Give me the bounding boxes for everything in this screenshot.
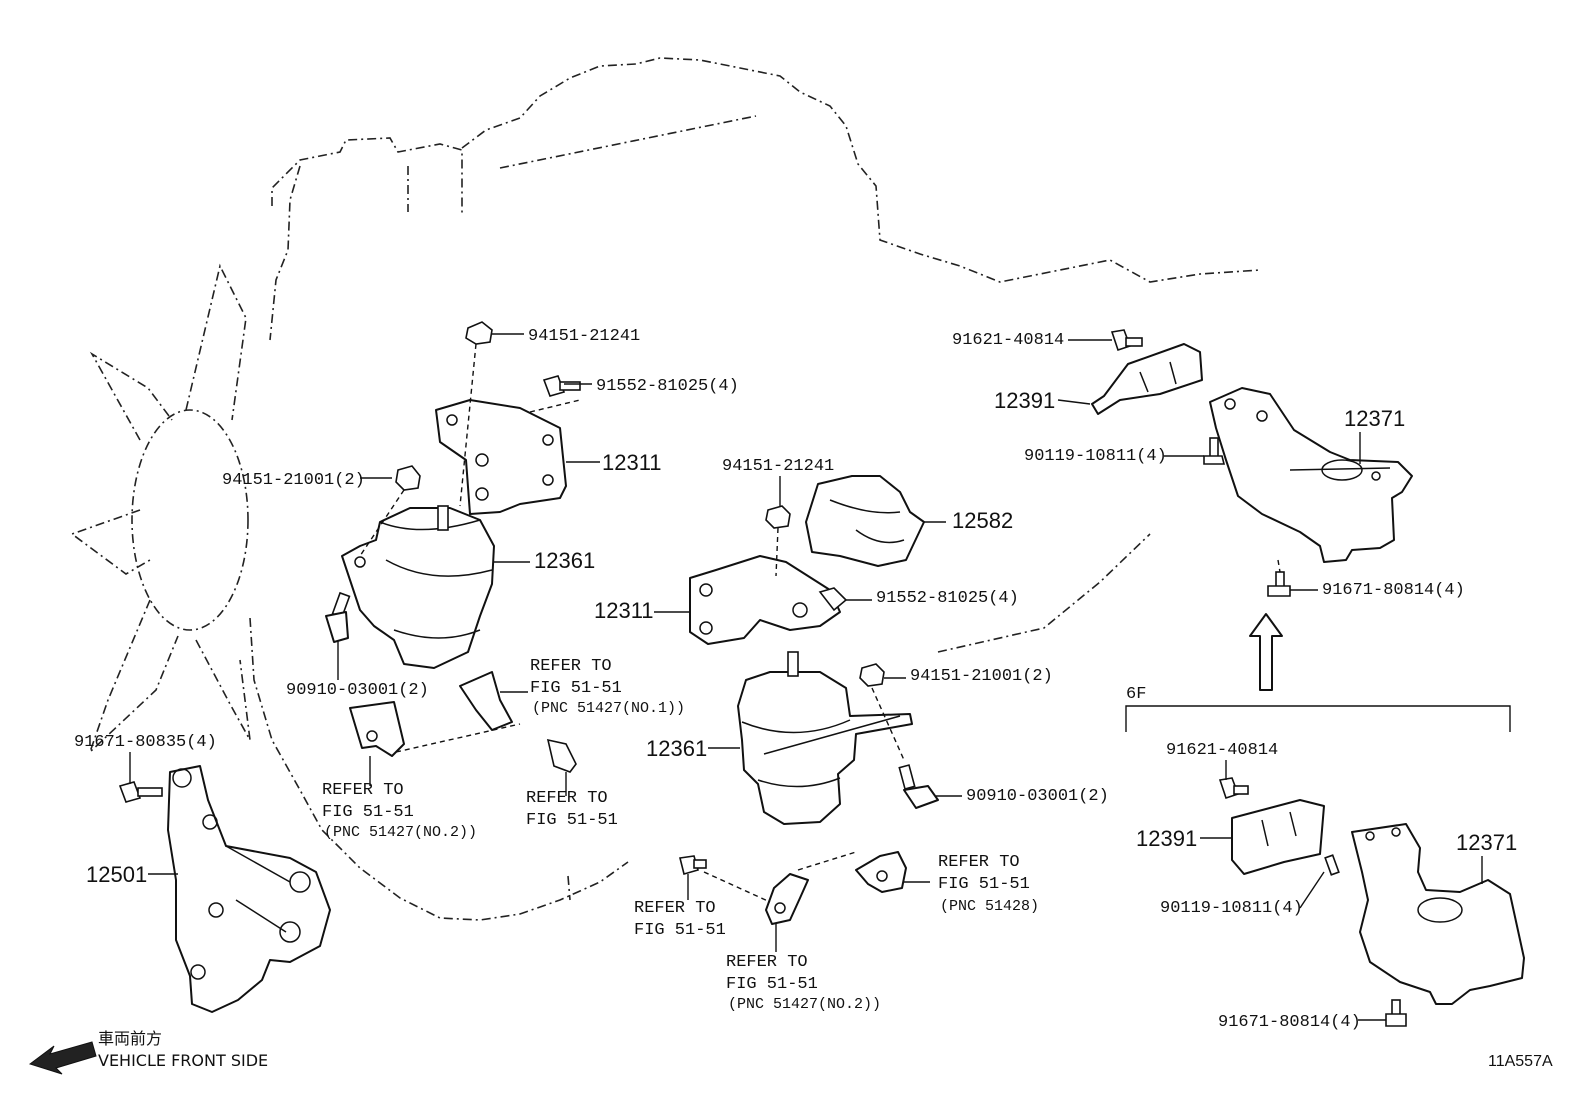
variant-6f-bracket [1125,705,1511,732]
svg-text:(PNC 51428): (PNC 51428) [940,898,1039,915]
bracket-ref-51427-no2-center [765,873,809,925]
refer-note-51427-no2-center: REFER TO FIG 51-51 (PNC 51427(NO.2)) [726,953,881,1013]
bolt-91552-81025-left [542,375,581,397]
label-12391-bottom: 12391 [1136,826,1197,851]
svg-text:REFER TO: REFER TO [726,953,808,972]
refer-note-51428: REFER TO FIG 51-51 (PNC 51428) [938,853,1039,915]
front-arrow-icon [28,1041,97,1075]
label-90119-10811-top: 90119-10811(4) [1024,447,1167,466]
label-91621-40814-bottom: 91621-40814 [1166,741,1278,760]
bolt-90119-10811-top [1203,437,1226,465]
label-12371-bottom: 12371 [1456,830,1517,855]
cooling-fan-phantom [70,263,251,753]
label-12361-left: 12361 [534,548,595,573]
svg-text:REFER TO: REFER TO [526,789,608,808]
label-12311-center: 12311 [594,598,654,623]
label-91552-81025-left: 91552-81025(4) [596,377,739,396]
bolt-ref-left [546,738,577,773]
engine-mount-12371-top [1209,387,1413,563]
label-12371-top: 12371 [1344,406,1405,431]
bolt-91621-40814-top [1110,329,1143,352]
mount-bracket-12311-center [689,555,841,645]
label-91671-80835: 91671-80835(4) [74,733,217,752]
stud-90910-center [898,764,939,809]
bolt-91621-40814-bottom [1218,777,1249,800]
label-91671-80814-bottom: 91671-80814(4) [1218,1013,1361,1032]
svg-text:REFER TO: REFER TO [938,853,1020,872]
svg-text:FIG 51-51: FIG 51-51 [530,679,622,698]
bracket-ref-51428 [855,851,907,893]
refer-note-51427-no1: REFER TO FIG 51-51 (PNC 51427(NO.1)) [530,657,685,717]
label-90910-03001-center: 90910-03001(2) [966,787,1109,806]
engine-mount-12371-bottom [1351,823,1525,1005]
front-label-en: VEHICLE FRONT SIDE [98,1051,268,1070]
bolt-90119-10811-bottom [1324,854,1340,876]
svg-text:FIG 51-51: FIG 51-51 [322,803,414,822]
front-label-jp: 車両前方 [98,1029,162,1048]
bracket-ref-51427-no1-left [459,671,513,731]
label-12391-top: 12391 [994,388,1055,413]
label-91621-40814-top: 91621-40814 [952,331,1064,350]
bolt-ref-center [679,855,707,875]
label-94151-21001-center: 94151-21001(2) [910,667,1053,686]
refer-note-left-bolt: REFER TO FIG 51-51 [526,789,618,830]
part-labels: 94151-21241 91552-81025(4) 12311 94151-2… [74,327,1517,1032]
svg-text:(PNC 51427(NO.2)): (PNC 51427(NO.2)) [728,996,881,1013]
label-90119-10811-bottom: 90119-10811(4) [1160,899,1303,918]
refer-note-51427-no2-left: REFER TO FIG 51-51 (PNC 51427(NO.2)) [322,781,477,841]
variant-arrow-icon [1249,613,1283,691]
engine-bracket-12501 [167,765,331,1013]
nut-94151-21001-center [859,663,885,687]
mount-bracket-12311-left [435,399,567,515]
svg-text:REFER TO: REFER TO [634,899,716,918]
label-12361-center: 12361 [646,736,707,761]
refer-notes: REFER TO FIG 51-51 (PNC 51427(NO.1)) REF… [322,657,1039,1013]
label-94151-21001-left: 94151-21001(2) [222,471,365,490]
bracket-ref-51427-no2-left [349,701,405,757]
nut-94151-21241-left [465,321,493,345]
svg-text:(PNC 51427(NO.2)): (PNC 51427(NO.2)) [324,824,477,841]
svg-text:REFER TO: REFER TO [530,657,612,676]
engine-mount-12361-center [737,651,913,825]
label-variant-6f: 6F [1126,685,1146,704]
vehicle-front-indicator: 車両前方 VEHICLE FRONT SIDE [28,1029,268,1075]
label-90910-03001-left: 90910-03001(2) [286,681,429,700]
label-94151-21241-center: 94151-21241 [722,457,834,476]
leader-lines [129,333,1483,1021]
nut-94151-21241-center [765,505,791,529]
engine-mount-12361-left [341,505,495,669]
bolt-91671-80814-top [1267,571,1291,597]
refer-note-center-bolt: REFER TO FIG 51-51 [634,899,726,940]
label-12311-left: 12311 [602,450,662,475]
svg-text:REFER TO: REFER TO [322,781,404,800]
insulator-plate-12391-bottom [1231,799,1325,875]
label-12501: 12501 [86,862,147,887]
insulator-plate-12391-top [1091,343,1203,415]
engine-phantom-outline [249,57,1261,921]
svg-text:FIG 51-51: FIG 51-51 [634,921,726,940]
label-12582: 12582 [952,508,1013,533]
label-91552-81025-center: 91552-81025(4) [876,589,1019,608]
bolt-91671-80835 [118,781,163,803]
svg-text:FIG 51-51: FIG 51-51 [726,975,818,994]
stud-90910-left [325,591,351,643]
illustration-code: 11A557A [1488,1053,1553,1070]
svg-text:FIG 51-51: FIG 51-51 [526,811,618,830]
label-94151-21241-left: 94151-21241 [528,327,640,346]
bolt-91671-80814-bottom [1385,999,1407,1027]
svg-text:FIG 51-51: FIG 51-51 [938,875,1030,894]
svg-text:(PNC 51427(NO.1)): (PNC 51427(NO.1)) [532,700,685,717]
nut-94151-21001-left [395,465,421,491]
label-91671-80814-top: 91671-80814(4) [1322,581,1465,600]
heat-insulator-12582 [805,475,925,567]
